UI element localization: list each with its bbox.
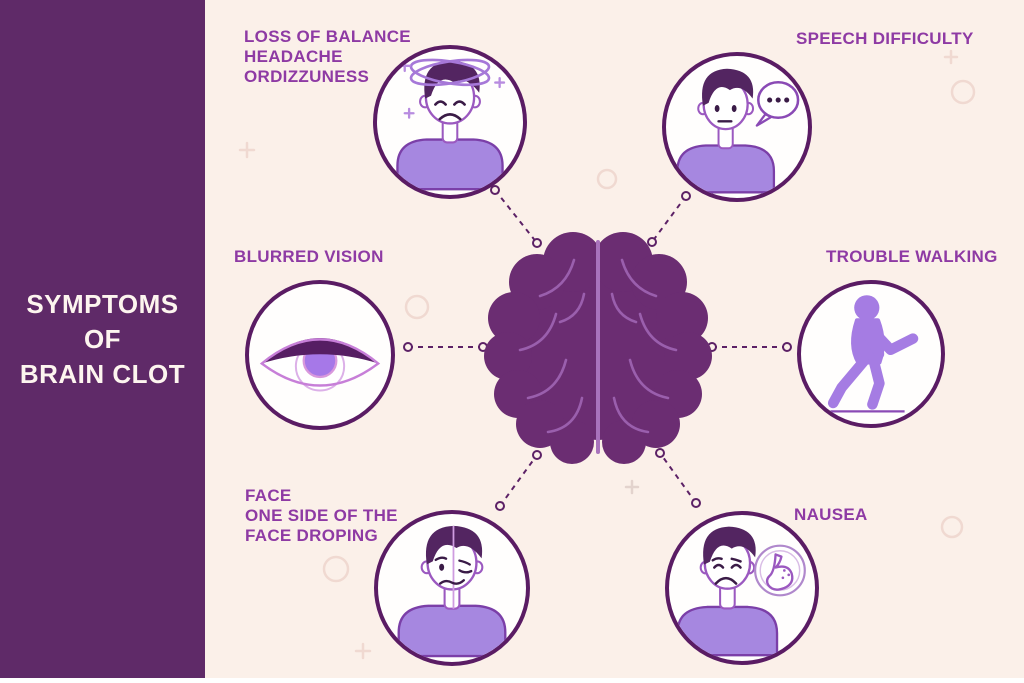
blurred-vision-eye-icon [259,337,381,392]
connector-walking [707,342,792,352]
trouble-walking-icon [827,295,919,413]
vision-circle [245,280,395,430]
label-line: FACE [245,486,292,505]
title-line: OF [83,323,122,354]
brain-sulci [518,258,678,434]
label-line: BLURRED VISION [234,247,384,266]
label-line: HEADACHE [244,47,343,66]
circle-mark-icon [404,294,430,320]
nausea-label: NAUSEA [794,505,868,525]
walking-circle [797,280,945,428]
speech-circle [662,52,812,202]
speech-label: SPEECH DIFFICULTY [796,29,974,49]
label-line: TROUBLE WALKING [826,247,998,266]
label-line: SPEECH DIFFICULTY [796,29,974,48]
dizziness-label: LOSS OF BALANCE HEADACHE ORDIZZUNESS [244,27,411,87]
connector-speech [647,191,691,247]
connector-face [495,450,542,511]
label-line: LOSS OF BALANCE [244,27,411,46]
circle-mark-icon [596,168,618,190]
connector-vision [403,342,488,352]
speech-difficulty-icon [676,68,800,194]
nausea-stomach-icon [676,526,806,657]
brain-icon [484,232,712,464]
face-drooping-circle [374,510,530,666]
walking-label: TROUBLE WALKING [826,247,998,267]
label-line: FACE DROPING [245,526,379,545]
plus-mark-icon [238,141,256,159]
label-line: ONE SIDE OF THE [245,506,398,525]
plus-mark-icon [943,49,959,65]
title-panel: SYMPTOMS OF BRAIN CLOT [0,0,205,678]
plus-mark-icon [624,479,640,495]
title-line: BRAIN CLOT [19,358,186,389]
circle-mark-icon [950,79,976,105]
speech-bubble-icon [755,80,800,127]
vision-label: BLURRED VISION [234,247,384,267]
nausea-circle [665,511,819,665]
title-line: SYMPTOMS [26,288,179,319]
connector-nausea [655,448,701,508]
connector-dizzy [490,185,542,248]
circle-mark-icon [322,555,350,583]
circle-mark-icon [940,515,964,539]
face-drooping-icon [397,525,507,658]
label-line: NAUSEA [794,505,868,524]
plus-mark-icon [354,642,372,660]
decorative-marks [238,49,976,660]
dizziness-circle [373,45,527,199]
face-drooping-label: FACE ONE SIDE OF THE FACE DROPING [245,486,398,546]
stomach-bubble-icon [754,544,806,597]
page-title: SYMPTOMS OF BRAIN CLOT [20,287,185,392]
label-line: ORDIZZUNESS [244,67,370,86]
